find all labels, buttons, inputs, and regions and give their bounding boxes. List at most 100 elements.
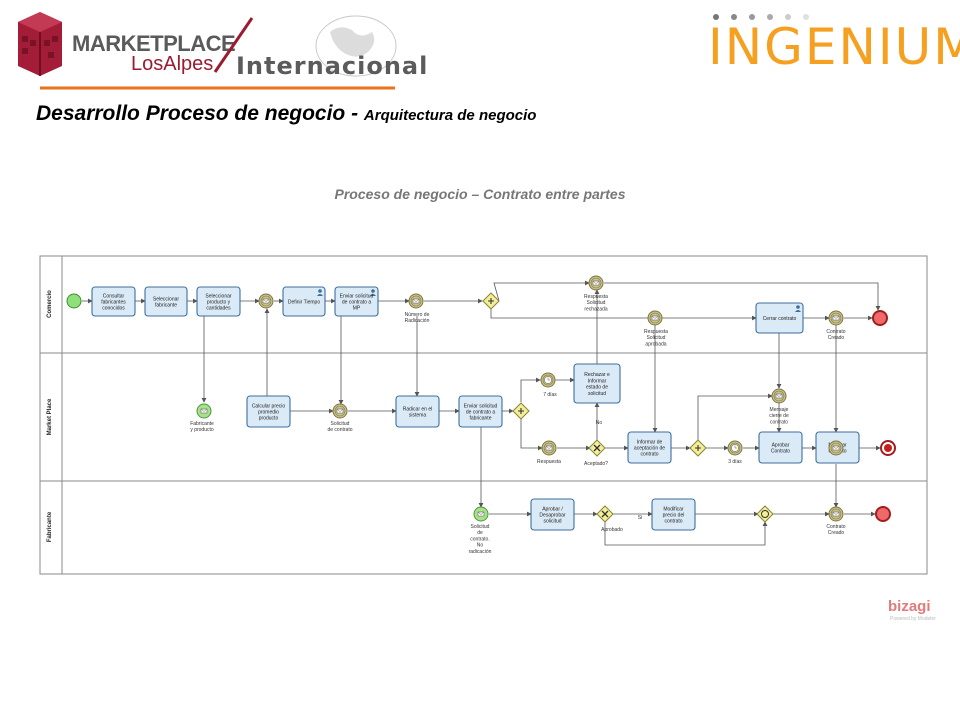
gateway-exclusive [588,439,606,457]
task-label: Calcular precio [252,403,286,409]
task-label: fabricante [470,416,492,422]
lane-label: Comercio [47,290,53,318]
flow-label: Creado [828,335,845,341]
flow-label: No [596,420,603,426]
task-label: Rechazar e [584,372,610,378]
bizagi-word: bizagi [888,598,931,615]
task-label: contrato [664,519,682,525]
page-title: Desarrollo Proceso de negocio - Arquitec… [36,102,536,126]
internacional-tag: Internacional [236,52,429,80]
flow-label: de contrato [327,427,352,433]
gateway-inclusive [756,505,774,523]
task-label: Seleccionar [205,293,231,299]
task-label: promedio [258,410,279,416]
sequence-flow [604,282,881,311]
page-title-sub: Arquitectura de negocio [363,107,537,124]
task-label: Modificar [663,506,684,512]
lane-label: Market Place [47,398,53,435]
message-event [647,310,663,326]
flow-label: Radicación [405,318,430,324]
task-label: solicitud [588,391,606,397]
lane-label: Fabricante [47,511,53,542]
flow-label: Solicitud [331,421,350,427]
gateway-parallel [689,439,707,457]
label-no: No [596,420,603,426]
timer-event [727,440,743,456]
message-event-start [196,403,212,419]
task-label: Definir Tiempo [288,300,320,306]
flow-label: radicación [469,549,492,555]
label-si: Si [638,515,642,521]
bizagi-powered: Powered by Modeler [890,616,936,622]
task-label: Enviar solicitud [464,403,498,409]
message-event [332,403,348,419]
marketplace-cube-icon [18,12,62,76]
task-label: Radicar en el [403,406,432,412]
sequence-flow [604,521,768,546]
bizagi-logo: bizagi Powered by Modeler [888,598,936,622]
end-event [872,310,888,326]
message-event [541,440,557,456]
task-label: cantidades [206,306,231,312]
task-label: contrato [640,452,658,458]
flow-label: Número de [405,312,430,318]
task-label: Informar [588,378,607,384]
label-aceptado: Aceptado? [584,461,608,467]
task-label: fabricantes [101,300,126,306]
sequence-flow [520,377,541,402]
sequence-flows [82,280,881,546]
user-icon [795,305,801,312]
task-label: de contrato a [342,300,371,306]
flow-label: cierre de [769,413,789,419]
marketplace-logo: MARKETPLACE LosAlpes [10,4,240,84]
label-tres-dias: 3 días [728,459,742,465]
task-label: Desaprobar [539,513,565,519]
flow-label: Respuesta [584,294,608,300]
label-siete-dias: 7 días [543,392,557,398]
message-event [828,310,844,326]
task-cerrar[interactable]: Cerrar contrato [755,302,804,334]
flow-label: Solicitud [587,300,606,306]
flow-label: Respuesta [644,329,668,335]
flow-label: y producto [190,427,214,433]
flow-label: Solicitud [647,335,666,341]
flow-label: contrato. [470,536,489,542]
gateway-parallel [482,292,500,310]
task-definir[interactable]: Definir Tiempo [282,286,326,317]
flow-label: Aprobado [601,527,623,533]
message-event [828,440,844,456]
flow-label: No [477,543,484,549]
task-label: sistema [409,413,426,419]
flow-label: aprobada [645,341,666,347]
user-icon [370,289,376,296]
page-subtitle: Proceso de negocio – Contrato entre part… [334,186,626,202]
user-icon [317,289,323,296]
task-label: Contrato [771,449,790,455]
label-aprobado: Aprobado [601,527,623,533]
flow-label: Fabricante [190,421,214,427]
end-event-terminate [880,440,896,456]
flow-label: contrato [770,419,788,425]
marketplace-logo-line2: LosAlpes [131,53,214,75]
gateway-parallel [512,402,530,420]
